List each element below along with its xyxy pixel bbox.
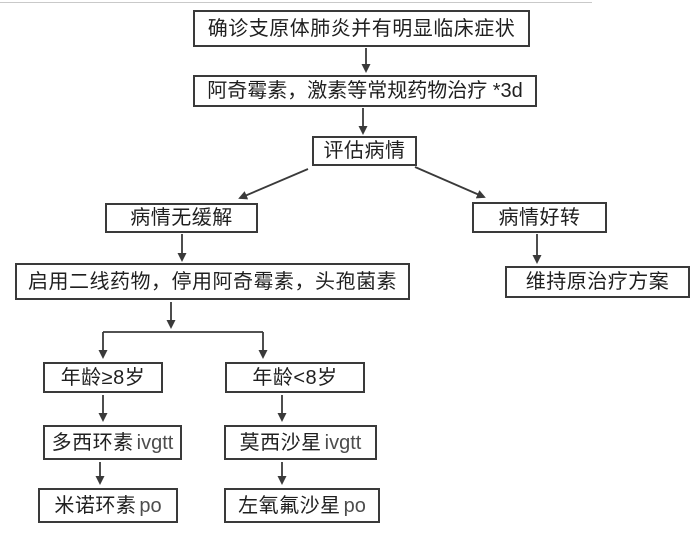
node-label: 启用二线药物，停用阿奇霉素，头孢菌素	[28, 270, 397, 293]
node-condition-improved: 病情好转	[472, 202, 607, 233]
drug-name: 左氧氟沙星	[238, 494, 341, 517]
node-label: 年龄<8岁	[252, 366, 338, 389]
node-no-relief: 病情无缓解	[105, 203, 258, 233]
route-label: po	[343, 494, 366, 517]
route-label: ivgtt	[136, 431, 174, 454]
connector-lines	[95, 48, 542, 485]
node-label: 维持原治疗方案	[525, 271, 670, 293]
drug-name: 米诺环素	[54, 494, 137, 517]
route-label: ivgtt	[324, 431, 362, 454]
drug-name: 多西环素	[51, 431, 134, 454]
node-maintain-plan: 维持原治疗方案	[505, 266, 690, 298]
node-label: 阿奇霉素，激素等常规药物治疗 *3d	[207, 80, 523, 102]
node-label: 确诊支原体肺炎并有明显临床症状	[207, 17, 516, 40]
node-doxycycline: 多西环素 ivgtt	[43, 425, 182, 460]
node-conventional-treatment: 阿奇霉素，激素等常规药物治疗 *3d	[193, 75, 537, 107]
route-label: po	[139, 494, 162, 517]
node-label: 病情无缓解	[130, 207, 233, 229]
node-assess-condition: 评估病情	[312, 136, 417, 166]
node-label: 评估病情	[323, 140, 406, 162]
node-age-lt-8: 年龄<8岁	[225, 362, 365, 393]
node-confirmed-diagnosis: 确诊支原体肺炎并有明显临床症状	[193, 10, 530, 47]
node-label: 年龄≥8岁	[60, 366, 146, 389]
node-moxifloxacin: 莫西沙星 ivgtt	[224, 425, 377, 460]
node-minocycline: 米诺环素 po	[38, 488, 178, 523]
node-levofloxacin: 左氧氟沙星 po	[224, 488, 380, 523]
page-divider	[0, 2, 592, 3]
node-age-ge-8: 年龄≥8岁	[43, 362, 163, 393]
node-label: 病情好转	[498, 206, 581, 229]
drug-name: 莫西沙星	[239, 431, 322, 454]
node-second-line-drugs: 启用二线药物，停用阿奇霉素，头孢菌素	[15, 263, 410, 300]
